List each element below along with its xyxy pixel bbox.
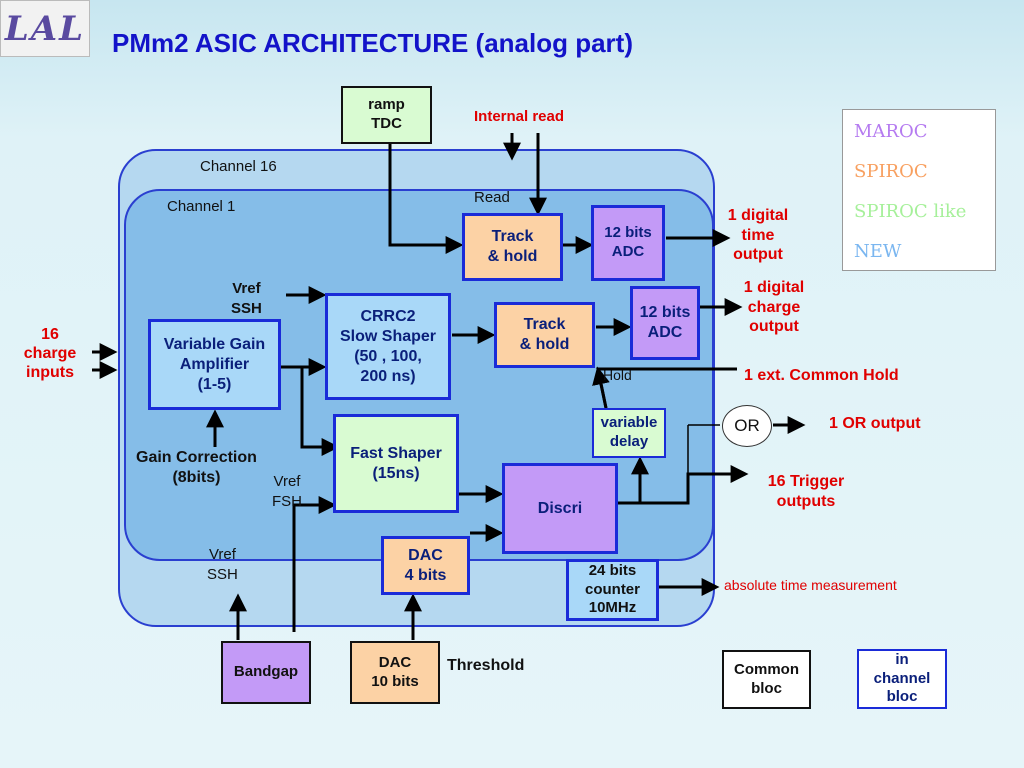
crrc2-slow-shaper-block: CRRC2 Slow Shaper (50 , 100, 200 ns): [325, 293, 451, 400]
wire-discri-out: [618, 465, 749, 505]
read-label: Read: [474, 189, 510, 206]
vref-ssh-top-label: Vref SSH: [231, 280, 262, 317]
charge-inputs-label: 16 charge inputs: [23, 326, 77, 382]
legend-new: NEW: [854, 241, 902, 262]
or-gate: OR: [722, 405, 772, 447]
trigger-outputs-label: 16 Trigger outputs: [767, 473, 845, 510]
common-bloc-legend: Common bloc: [722, 650, 811, 709]
dac4-block: DAC 4 bits: [381, 536, 470, 595]
adc-charge-block: 12 bits ADC: [630, 286, 700, 360]
ext-common-hold-label: 1 ext. Common Hold: [744, 367, 899, 384]
wire-vga-to-fast: [300, 367, 340, 456]
absolute-time-label: absolute time measurement: [724, 577, 897, 593]
lab-logo-text: LAL: [4, 8, 86, 49]
in-channel-bloc-legend: in channel bloc: [857, 649, 947, 709]
lab-logo: LAL: [0, 0, 90, 57]
digital-charge-output-label: 1 digital charge output: [743, 279, 805, 336]
threshold-label: Threshold: [447, 657, 525, 674]
dac10-block: DAC 10 bits: [350, 641, 440, 704]
color-legend: MAROC SPIROC SPIROC like NEW: [842, 109, 996, 271]
fast-shaper-block: Fast Shaper (15ns): [333, 414, 459, 513]
wire-hold-up: [592, 366, 610, 409]
track-hold-charge-block: Track & hold: [494, 302, 595, 368]
channel16-label: Channel 16: [200, 158, 277, 175]
discri-block: Discri: [502, 463, 618, 554]
counter-block: 24 bits counter 10MHz: [566, 559, 659, 621]
vref-fsh-label: Vref FSH: [272, 473, 302, 510]
internal-read-label: Internal read: [474, 108, 565, 125]
ramp-tdc-block: ramp TDC: [341, 86, 432, 144]
or-output-label: 1 OR output: [829, 415, 921, 432]
hold-label: Hold: [603, 367, 632, 383]
page-title: PMm2 ASIC ARCHITECTURE (analog part): [112, 28, 633, 58]
track-hold-time-block: Track & hold: [462, 213, 563, 281]
legend-maroc: MAROC: [854, 121, 928, 142]
variable-delay-block: variable delay: [592, 408, 666, 458]
adc-time-block: 12 bits ADC: [591, 205, 665, 281]
vref-ssh-bottom-label: Vref SSH: [207, 546, 238, 583]
digital-time-output-label: 1 digital time output: [727, 207, 789, 264]
legend-spiroc: SPIROC: [854, 161, 928, 182]
bandgap-block: Bandgap: [221, 641, 311, 704]
wire-vref-fsh: [292, 496, 337, 632]
channel1-label: Channel 1: [167, 198, 236, 215]
variable-gain-amplifier-block: Variable Gain Amplifier (1-5): [148, 319, 281, 410]
gain-correction-label: Gain Correction (8bits): [136, 449, 257, 486]
wire-tdc-to-track: [388, 143, 464, 254]
legend-spiroc-like: SPIROC like: [854, 201, 967, 222]
